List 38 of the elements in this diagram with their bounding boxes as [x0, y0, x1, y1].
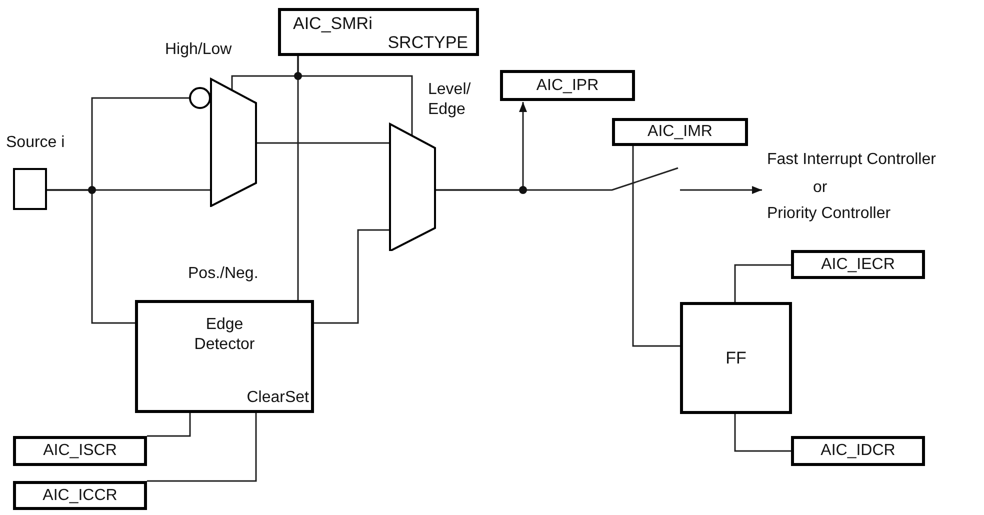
register-box	[612, 118, 748, 146]
connector-line	[256, 142, 390, 144]
connector-line	[434, 180, 640, 191]
register-box	[791, 250, 925, 279]
register-name: AIC_ISCR	[42, 441, 118, 461]
arrow	[680, 186, 762, 194]
connector-line	[632, 146, 680, 347]
output-label: Fast Interrupt Controller	[767, 150, 936, 170]
register-box	[791, 436, 925, 466]
register-box	[500, 70, 635, 101]
field-name: SRCTYPE	[388, 32, 468, 53]
pin-label: Source i	[6, 133, 65, 153]
register-name: AIC_ICCR	[42, 486, 118, 506]
logic-block	[135, 300, 314, 413]
register-name: AIC_IDCR	[820, 441, 896, 461]
output-label: or	[813, 178, 828, 198]
connector-line	[734, 264, 791, 302]
block-title: FF	[724, 347, 748, 369]
register-box	[13, 436, 147, 466]
connector-line	[314, 229, 390, 324]
mux-label: Level/ Edge	[428, 80, 472, 120]
connector-line	[734, 414, 791, 452]
connector-line	[147, 413, 257, 482]
register-box	[13, 481, 147, 510]
register-name: AIC_SMRi	[293, 13, 372, 34]
logic-block	[680, 302, 792, 414]
connector-line	[297, 56, 299, 300]
port-label: ClearSet	[246, 388, 309, 408]
register-name: AIC_IMR	[646, 122, 714, 142]
output-label: Priority Controller	[767, 204, 891, 224]
register-name: AIC_IECR	[820, 254, 896, 274]
register-name: AIC_IPR	[535, 76, 600, 96]
mux-label: High/Low	[165, 40, 232, 60]
register-box	[278, 8, 479, 56]
signal-label: Pos./Neg.	[188, 264, 258, 284]
connector-line	[47, 189, 135, 324]
block-title: Edge Detector	[193, 315, 256, 355]
connector-line	[147, 413, 191, 437]
